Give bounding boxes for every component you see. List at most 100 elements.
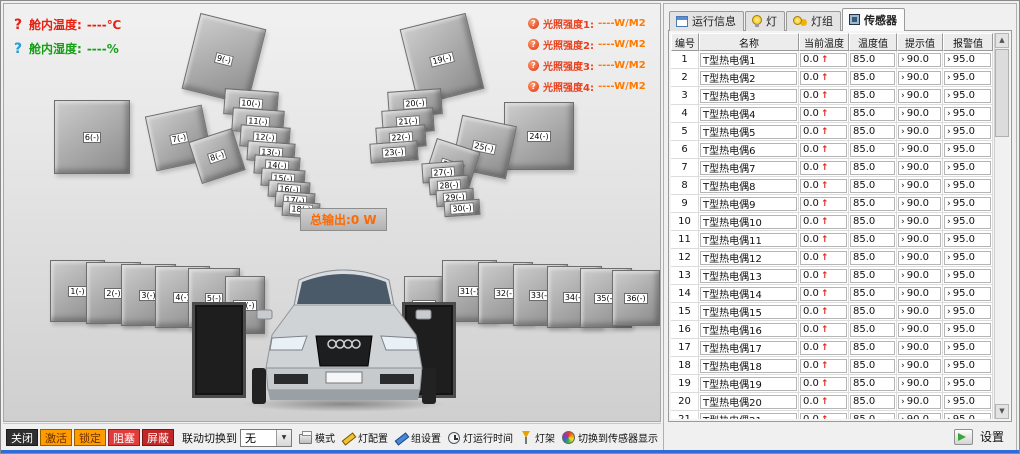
name-value-box[interactable]: T型热电偶14 <box>700 286 797 301</box>
hint-value-box[interactable]: ›90.0 <box>898 88 941 103</box>
settings-button[interactable]: 设置 <box>953 428 1004 445</box>
state-button-关闭[interactable]: 关闭 <box>6 429 38 446</box>
current-temp-box[interactable]: 0.0↑ <box>800 124 847 139</box>
name-value-box[interactable]: T型热电偶2 <box>700 70 797 85</box>
alarm-value-box[interactable]: ›95.0 <box>944 196 991 211</box>
temp-setpoint-box[interactable]: 85.0 <box>850 322 895 337</box>
chevron-down-icon[interactable]: ▼ <box>276 429 291 446</box>
current-temp-box[interactable]: 0.0↑ <box>800 304 847 319</box>
name-value-box[interactable]: T型热电偶21 <box>700 412 797 419</box>
alarm-value-box[interactable]: ›95.0 <box>944 178 991 193</box>
state-button-屏蔽[interactable]: 屏蔽 <box>142 429 174 446</box>
temp-setpoint-box[interactable]: 85.0 <box>850 124 895 139</box>
name-value-box[interactable]: T型热电偶4 <box>700 106 797 121</box>
current-temp-box[interactable]: 0.0↑ <box>800 232 847 247</box>
temp-setpoint-box[interactable]: 85.0 <box>850 88 895 103</box>
current-temp-box[interactable]: 0.0↑ <box>800 142 847 157</box>
temp-setpoint-box[interactable]: 85.0 <box>850 412 895 419</box>
hint-value-box[interactable]: ›90.0 <box>898 268 941 283</box>
tab-传感器[interactable]: 传感器 <box>842 8 905 31</box>
name-value-box[interactable]: T型热电偶19 <box>700 376 797 391</box>
current-temp-box[interactable]: 0.0↑ <box>800 376 847 391</box>
lamp-block[interactable]: 30(-) <box>443 198 481 218</box>
current-temp-box[interactable]: 0.0↑ <box>800 214 847 229</box>
temp-setpoint-box[interactable]: 85.0 <box>850 250 895 265</box>
current-temp-box[interactable]: 0.0↑ <box>800 70 847 85</box>
temp-setpoint-box[interactable]: 85.0 <box>850 178 895 193</box>
scroll-up-icon[interactable]: ▲ <box>995 33 1009 48</box>
current-temp-box[interactable]: 0.0↑ <box>800 358 847 373</box>
current-temp-box[interactable]: 0.0↑ <box>800 196 847 211</box>
temp-setpoint-box[interactable]: 85.0 <box>850 70 895 85</box>
alarm-value-box[interactable]: ›95.0 <box>944 304 991 319</box>
hint-value-box[interactable]: ›90.0 <box>898 250 941 265</box>
temp-setpoint-box[interactable]: 85.0 <box>850 52 895 67</box>
hint-value-box[interactable]: ›90.0 <box>898 142 941 157</box>
alarm-value-box[interactable]: ›95.0 <box>944 70 991 85</box>
linkage-switch-dropdown[interactable]: 无 ▼ <box>240 428 292 447</box>
name-value-box[interactable]: T型热电偶13 <box>700 268 797 283</box>
lamp-block[interactable]: 24(-) <box>504 102 574 170</box>
lamp-block[interactable]: 36(-) <box>612 270 660 326</box>
current-temp-box[interactable]: 0.0↑ <box>800 268 847 283</box>
temp-setpoint-box[interactable]: 85.0 <box>850 142 895 157</box>
table-row[interactable]: 21T型热电偶210.0↑85.0›90.0›95.0 <box>671 411 993 419</box>
hint-value-box[interactable]: ›90.0 <box>898 178 941 193</box>
alarm-value-box[interactable]: ›95.0 <box>944 106 991 121</box>
hint-value-box[interactable]: ›90.0 <box>898 340 941 355</box>
current-temp-box[interactable]: 0.0↑ <box>800 412 847 419</box>
lamp-block[interactable]: 23(-) <box>369 140 419 164</box>
hint-value-box[interactable]: ›90.0 <box>898 412 941 419</box>
name-value-box[interactable]: T型热电偶6 <box>700 142 797 157</box>
current-temp-box[interactable]: 0.0↑ <box>800 322 847 337</box>
name-value-box[interactable]: T型热电偶8 <box>700 178 797 193</box>
alarm-value-box[interactable]: ›95.0 <box>944 88 991 103</box>
temp-setpoint-box[interactable]: 85.0 <box>850 394 895 409</box>
lamp-block[interactable]: 6(-) <box>54 100 130 174</box>
name-value-box[interactable]: T型热电偶12 <box>700 250 797 265</box>
tab-灯[interactable]: 灯 <box>745 11 785 31</box>
alarm-value-box[interactable]: ›95.0 <box>944 322 991 337</box>
action-button-切换到传感器显示[interactable]: 切换到传感器显示 <box>562 430 658 445</box>
temp-setpoint-box[interactable]: 85.0 <box>850 196 895 211</box>
action-button-灯架[interactable]: 灯架 <box>520 430 555 445</box>
hint-value-box[interactable]: ›90.0 <box>898 160 941 175</box>
hint-value-box[interactable]: ›90.0 <box>898 322 941 337</box>
action-button-组设置[interactable]: 组设置 <box>395 430 441 445</box>
vertical-scrollbar[interactable]: ▲ ▼ <box>994 33 1009 419</box>
temp-setpoint-box[interactable]: 85.0 <box>850 268 895 283</box>
action-button-灯配置[interactable]: 灯配置 <box>342 430 388 445</box>
temp-setpoint-box[interactable]: 85.0 <box>850 376 895 391</box>
name-value-box[interactable]: T型热电偶17 <box>700 340 797 355</box>
alarm-value-box[interactable]: ›95.0 <box>944 268 991 283</box>
current-temp-box[interactable]: 0.0↑ <box>800 106 847 121</box>
hint-value-box[interactable]: ›90.0 <box>898 70 941 85</box>
alarm-value-box[interactable]: ›95.0 <box>944 394 991 409</box>
temp-setpoint-box[interactable]: 85.0 <box>850 160 895 175</box>
hint-value-box[interactable]: ›90.0 <box>898 106 941 121</box>
current-temp-box[interactable]: 0.0↑ <box>800 178 847 193</box>
name-value-box[interactable]: T型热电偶7 <box>700 160 797 175</box>
alarm-value-box[interactable]: ›95.0 <box>944 160 991 175</box>
hint-value-box[interactable]: ›90.0 <box>898 376 941 391</box>
current-temp-box[interactable]: 0.0↑ <box>800 394 847 409</box>
temp-setpoint-box[interactable]: 85.0 <box>850 232 895 247</box>
temp-setpoint-box[interactable]: 85.0 <box>850 304 895 319</box>
name-value-box[interactable]: T型热电偶20 <box>700 394 797 409</box>
alarm-value-box[interactable]: ›95.0 <box>944 376 991 391</box>
tab-灯组[interactable]: 灯组 <box>786 11 841 31</box>
alarm-value-box[interactable]: ›95.0 <box>944 412 991 419</box>
hint-value-box[interactable]: ›90.0 <box>898 232 941 247</box>
